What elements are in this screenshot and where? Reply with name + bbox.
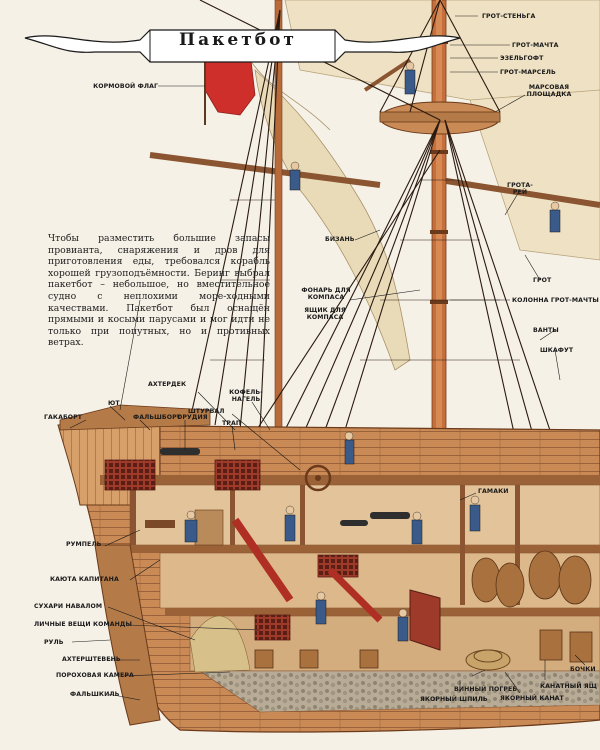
- label-kofel-line1: Кофель-: [229, 389, 263, 396]
- label-akhterdek: Ахтердек: [148, 381, 187, 388]
- title-banner: [24, 29, 461, 63]
- label-marsovaya: Марсовая площадка: [522, 84, 576, 98]
- upper-deck: [100, 475, 600, 485]
- label-fonar-line1: Фонарь для: [301, 287, 351, 294]
- label-yut: Ют: [108, 400, 120, 407]
- label-grota-rey: Грота- рей: [505, 182, 535, 196]
- hatch-grate: [214, 459, 261, 491]
- label-elgoft: Эзельгофт: [500, 55, 544, 62]
- label-grot-marsel: Грот-марсель: [500, 69, 556, 76]
- label-rumpel: Румпель: [66, 541, 102, 548]
- label-trap: Трап: [222, 420, 242, 427]
- label-yakorny-kanat: Якорный канат: [500, 695, 564, 702]
- label-gakabort: Гакаборт: [44, 414, 83, 421]
- intro-paragraph: Чтобы разместить большие запасы провиант…: [48, 233, 270, 349]
- label-kolonna: Колонна грот-мачты: [512, 297, 599, 304]
- label-porokhovaya: Пороховая камера: [56, 672, 134, 679]
- label-lichnye-veshchi: Личные вещи команды: [34, 621, 133, 628]
- label-gamaki: Гамаки: [478, 488, 509, 495]
- ships-wheel: [304, 464, 332, 492]
- lower-deck: [165, 608, 600, 616]
- label-yashchik-line1: Ящик для: [304, 307, 346, 314]
- label-akhtershteven: Ахтерштевень: [62, 656, 121, 663]
- label-rul: Руль: [44, 639, 64, 646]
- label-yashchik: Ящик для компаса: [300, 307, 350, 321]
- label-yakorny-shpil: Якорный шпиль: [420, 696, 488, 703]
- label-fonar-line2: компаса: [307, 294, 345, 301]
- label-vanty: Ванты: [533, 327, 559, 334]
- label-marsovaya-line1: Марсовая: [528, 84, 570, 91]
- label-bizan: Бизань: [325, 236, 355, 243]
- label-grot-machta: Грот-мачта: [512, 42, 559, 49]
- label-fonar: Фонарь для компаса: [298, 287, 354, 301]
- label-kayuta: Каюта капитана: [50, 576, 119, 583]
- label-falshbort: Фальшборт: [133, 414, 182, 421]
- label-grot-stenga: Грот-стеньга: [482, 13, 536, 20]
- rudder: [94, 544, 161, 726]
- label-yashchik-line2: компаса: [306, 314, 344, 321]
- label-vinny-pogreb: Винный погреб: [454, 686, 518, 693]
- middle-deck: [130, 545, 600, 553]
- label-kanatny-yashchik: Канатный ящ: [540, 683, 598, 690]
- label-kormovoy-flag: Кормовой флаг: [93, 83, 158, 90]
- main-course-sail: [469, 89, 600, 261]
- label-shkafut: Шкафут: [540, 347, 574, 354]
- label-bochki: Бочки: [570, 666, 596, 673]
- label-grota-rey-line2: рей: [512, 189, 528, 196]
- label-marsovaya-line2: площадка: [526, 91, 572, 98]
- mizzen-mast: [274, 0, 283, 446]
- page-title: Пакетбот: [179, 30, 297, 50]
- label-kofel: Кофель- нагель: [226, 389, 266, 403]
- label-orudiya: Орудия: [177, 414, 208, 421]
- label-sukhari: Сухари навалом: [34, 603, 103, 610]
- label-shturval: Штурвал: [188, 408, 225, 415]
- label-grot: Грот: [533, 277, 552, 284]
- mizzen-sail: [254, 68, 411, 371]
- label-falshkil: Фальшкиль: [70, 691, 120, 698]
- label-kofel-line2: нагель: [231, 396, 261, 403]
- label-grota-rey-line1: Грота-: [507, 182, 533, 189]
